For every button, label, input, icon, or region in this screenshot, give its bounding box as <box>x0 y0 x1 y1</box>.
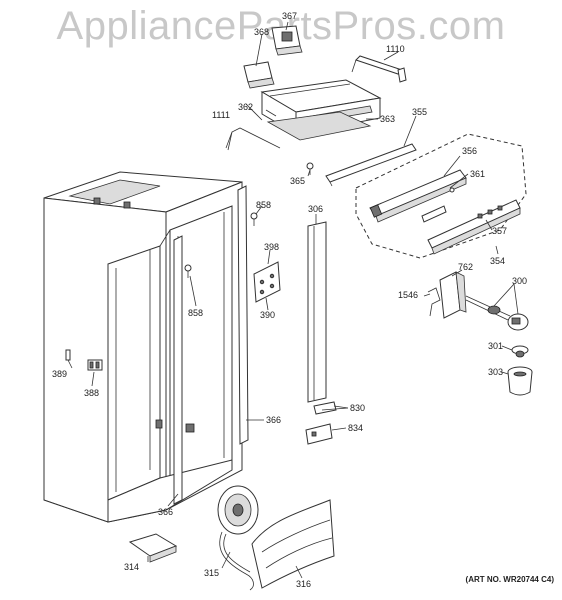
part-303-cup <box>507 366 533 396</box>
cabinet <box>43 171 243 523</box>
part-858-screw-b <box>184 264 192 278</box>
label-1111: 1111 <box>212 110 230 120</box>
label-315: 315 <box>204 568 219 578</box>
label-367: 367 <box>282 11 297 21</box>
part-1546-bracket <box>427 287 441 317</box>
label-354: 354 <box>490 256 505 266</box>
label-301: 301 <box>488 341 503 351</box>
group-354-outline <box>355 133 527 259</box>
part-361-clip <box>421 187 455 223</box>
part-labels: 367 368 1110 1111 362 363 355 365 356 36… <box>52 11 554 589</box>
part-357-panel <box>427 199 521 255</box>
label-356: 356 <box>462 146 477 156</box>
label-366-left: 366 <box>158 507 173 517</box>
part-366-strip-right <box>237 185 249 445</box>
part-306-panel <box>307 221 327 403</box>
part-356-panel <box>369 169 467 223</box>
label-1110: 1110 <box>386 44 405 54</box>
part-762-block <box>439 271 467 319</box>
label-357: 357 <box>492 226 507 236</box>
part-368-bracket <box>243 61 275 89</box>
part-858-screw-a <box>250 212 258 226</box>
label-834: 834 <box>348 423 363 433</box>
part-834-bracket <box>305 423 333 445</box>
label-388: 388 <box>84 388 99 398</box>
label-303: 303 <box>488 367 503 377</box>
part-316-cover <box>251 499 335 589</box>
part-314-bracket <box>128 533 178 563</box>
label-1546: 1546 <box>398 290 418 300</box>
part-388-bracket <box>87 359 103 371</box>
part-830-clips <box>313 401 337 415</box>
label-366-right: 366 <box>266 415 281 425</box>
label-316: 316 <box>296 579 311 589</box>
part-301-fan <box>511 345 529 358</box>
part-362-363-housing <box>260 79 382 141</box>
part-390-plate <box>253 261 281 303</box>
label-398: 398 <box>264 242 279 252</box>
part-366-strip-left <box>173 235 183 505</box>
label-355: 355 <box>412 107 427 117</box>
label-830: 830 <box>350 403 365 413</box>
label-361: 361 <box>470 169 485 179</box>
part-315-fan-motor <box>217 485 259 591</box>
label-368: 368 <box>254 27 269 37</box>
label-363: 363 <box>380 114 395 124</box>
label-389: 389 <box>52 369 67 379</box>
part-300-motor <box>465 295 529 331</box>
part-1111-rod <box>225 127 281 151</box>
label-362: 362 <box>238 102 253 112</box>
label-365: 365 <box>290 176 305 186</box>
label-762: 762 <box>458 262 473 272</box>
part-365-screw <box>306 162 314 175</box>
leader-lines <box>67 21 519 579</box>
part-367-bracket <box>271 25 303 56</box>
part-1110-rod <box>351 55 407 83</box>
part-389-hinge <box>65 349 71 361</box>
label-300: 300 <box>512 276 527 286</box>
label-314: 314 <box>124 562 139 572</box>
label-306: 306 <box>308 204 323 214</box>
label-858-upper: 858 <box>256 200 271 210</box>
part-355-rail <box>325 143 417 187</box>
label-858-lower: 858 <box>188 308 203 318</box>
label-390: 390 <box>260 310 275 320</box>
art-number: (ART NO. WR20744 C4) <box>466 575 555 584</box>
